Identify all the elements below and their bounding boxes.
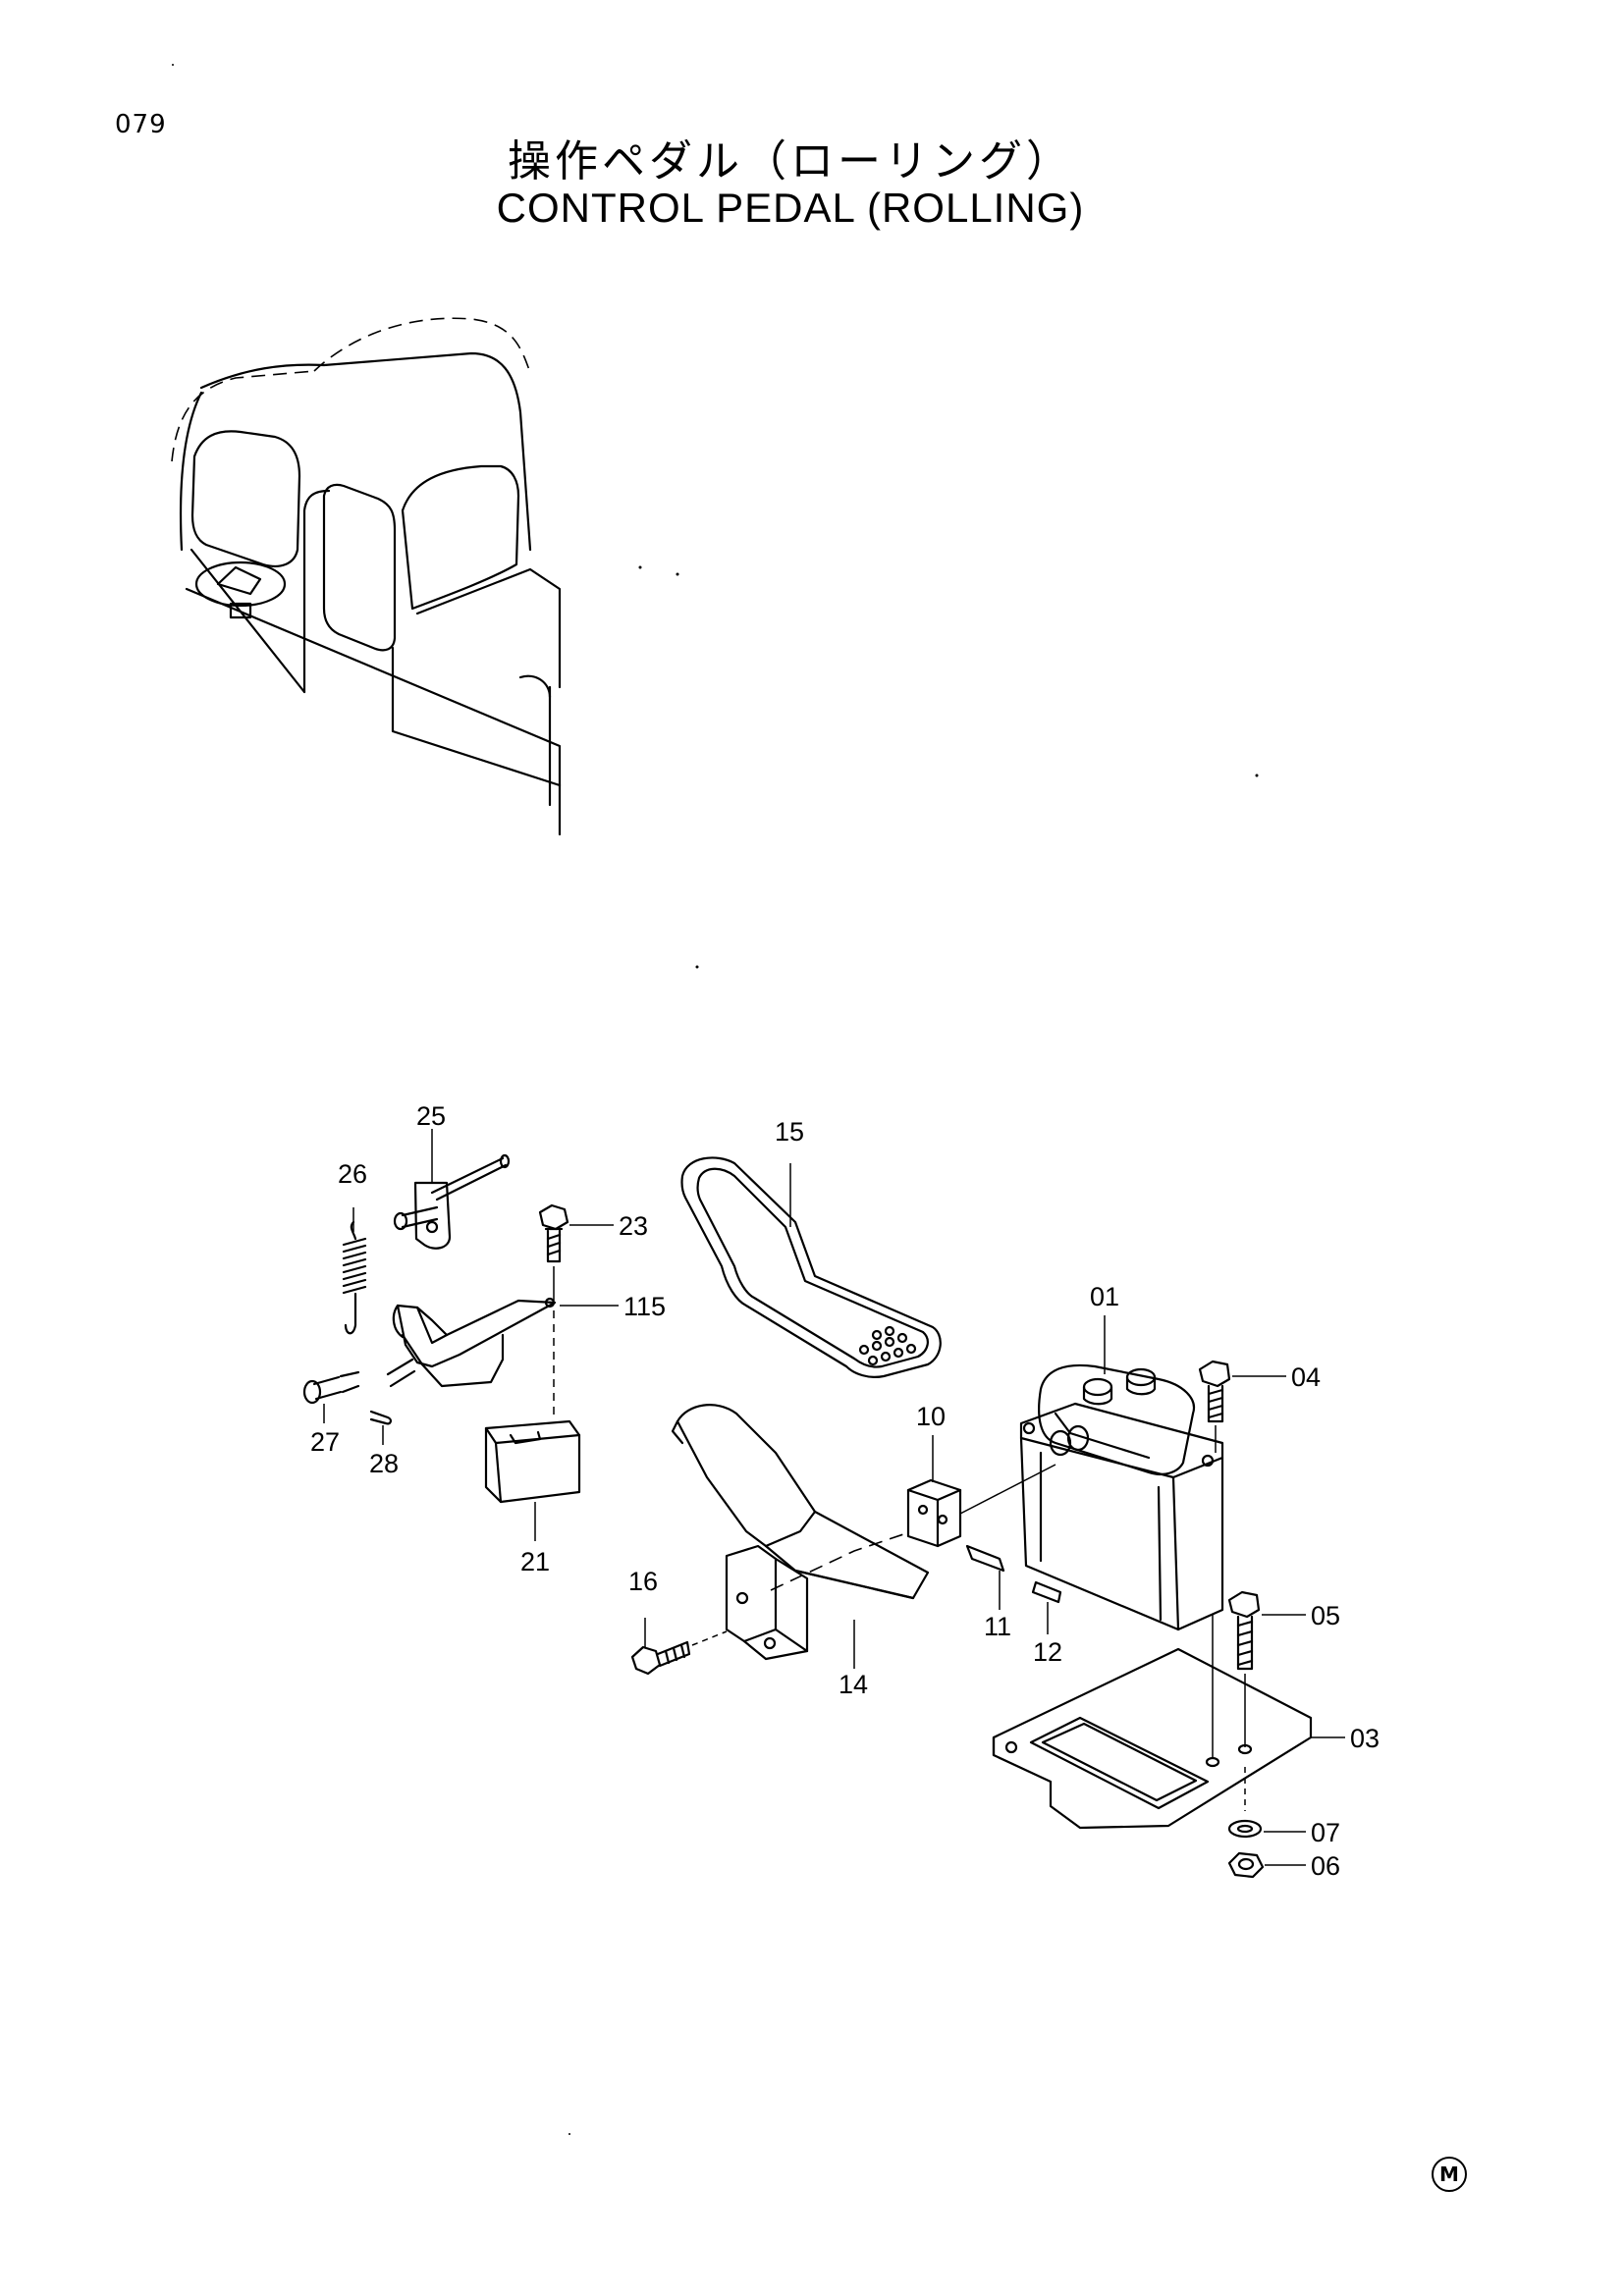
callout-10: 10 <box>916 1402 946 1431</box>
callout-07: 07 <box>1311 1818 1340 1847</box>
bolt-icon <box>538 1203 569 1263</box>
callout-115: 115 <box>623 1292 666 1321</box>
callout-labels: 25 26 23 115 27 28 21 15 01 04 10 16 11 … <box>310 1101 1380 1881</box>
callout-11: 11 <box>984 1612 1011 1641</box>
callout-12: 12 <box>1033 1637 1062 1667</box>
callout-25: 25 <box>416 1101 446 1131</box>
control-valve <box>1019 1363 1224 1631</box>
title-japanese: 操作ペダル（ローリング） <box>508 136 1073 187</box>
callout-16: 16 <box>628 1567 658 1596</box>
bolt-icon <box>1198 1360 1231 1423</box>
pin-icon <box>965 1544 1005 1573</box>
callout-28: 28 <box>369 1449 399 1478</box>
bolt-icon <box>1227 1590 1261 1671</box>
callout-27: 27 <box>310 1427 340 1457</box>
callout-06: 06 <box>1311 1851 1340 1881</box>
callout-04: 04 <box>1291 1362 1321 1392</box>
pedal-arm <box>671 1404 930 1661</box>
pin-icon <box>1031 1580 1062 1604</box>
bracket-assembly <box>302 1153 581 1504</box>
callout-03: 03 <box>1350 1724 1380 1753</box>
pedal-cover <box>680 1156 942 1378</box>
callout-14: 14 <box>839 1670 868 1699</box>
cab-overview-illustration <box>171 317 562 836</box>
callout-01: 01 <box>1090 1282 1119 1311</box>
callout-05: 05 <box>1311 1601 1340 1630</box>
washer-icon <box>1227 1819 1263 1839</box>
pedal-grip-icon <box>858 1325 917 1366</box>
nut-icon <box>1227 1851 1265 1879</box>
page-number: 079 <box>115 110 167 139</box>
callout-21: 21 <box>520 1547 550 1576</box>
bolt-icon <box>630 1640 691 1676</box>
callout-15: 15 <box>775 1117 804 1147</box>
leader-lines <box>323 1129 1345 1866</box>
pedal-block <box>906 1464 1056 1548</box>
spring-icon <box>342 1220 367 1335</box>
manufacturer-mark-icon: M <box>1432 2157 1467 2192</box>
callout-23: 23 <box>619 1211 648 1241</box>
callout-26: 26 <box>338 1159 367 1189</box>
base-plate <box>992 1647 1313 1830</box>
title-english: CONTROL PEDAL (ROLLING) <box>496 185 1085 231</box>
